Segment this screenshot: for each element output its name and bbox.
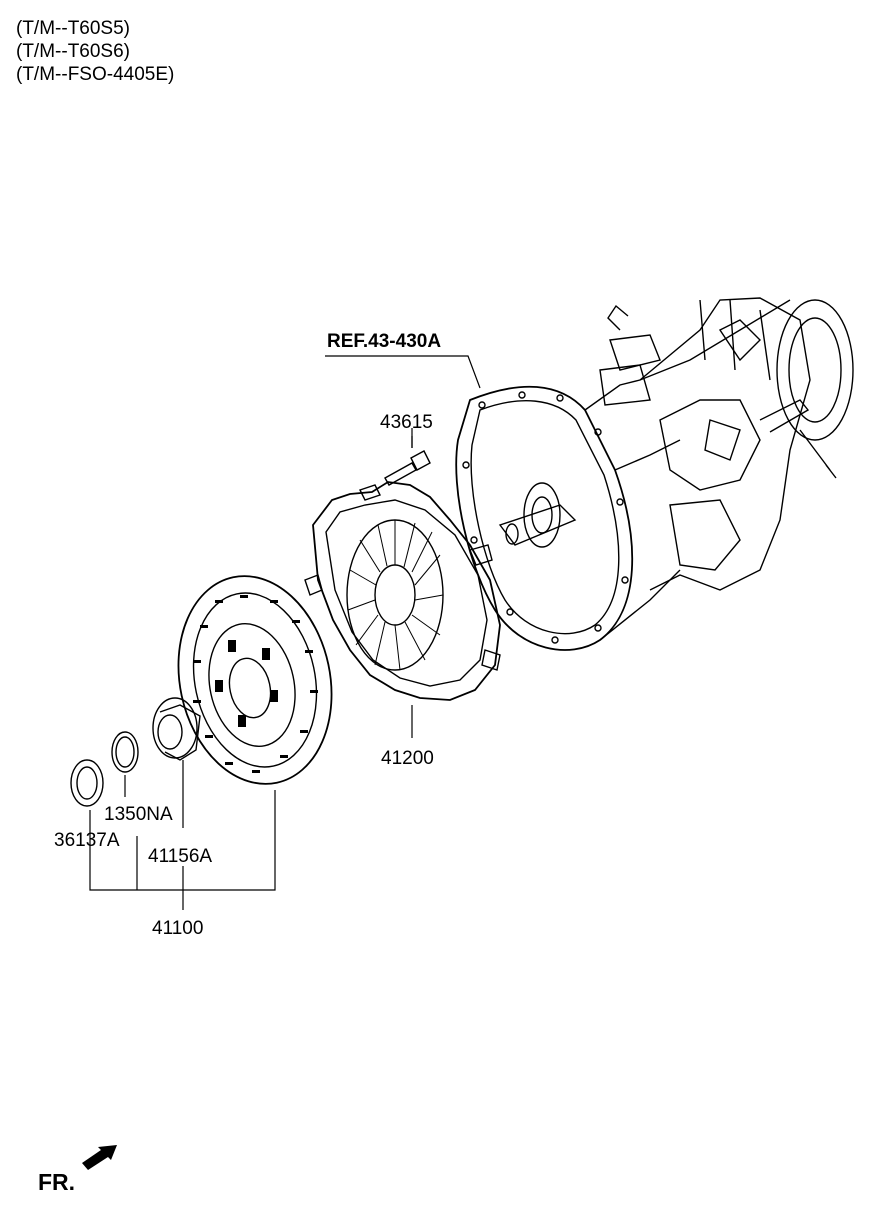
header-line-1: (T/M--T60S5) [16, 18, 130, 39]
clutch-cover [304, 481, 501, 701]
header-line-3: (T/M--FSO-4405E) [16, 64, 175, 85]
ring-1350na [111, 731, 139, 773]
ring-36137a [70, 759, 104, 807]
direction-label: FR. [38, 1169, 75, 1195]
part-label-bolt: 43615 [380, 412, 433, 433]
front-arrow-icon [82, 1145, 117, 1170]
bolt [384, 436, 431, 486]
part-label-clutch-cover: 41200 [381, 748, 434, 769]
transmission-housing [455, 297, 854, 651]
part-label-hub: 41156A [148, 846, 212, 867]
leader-lines [89, 355, 481, 910]
header-line-2: (T/M--T60S6) [16, 41, 130, 62]
part-label-ring-2: 1350NA [104, 804, 173, 825]
part-label-disc-assembly: 41100 [152, 918, 203, 939]
clutch-disc [177, 575, 333, 785]
part-label-ring-1: 36137A [54, 830, 120, 851]
hub [152, 697, 201, 761]
reference-label: REF.43-430A [327, 331, 441, 352]
